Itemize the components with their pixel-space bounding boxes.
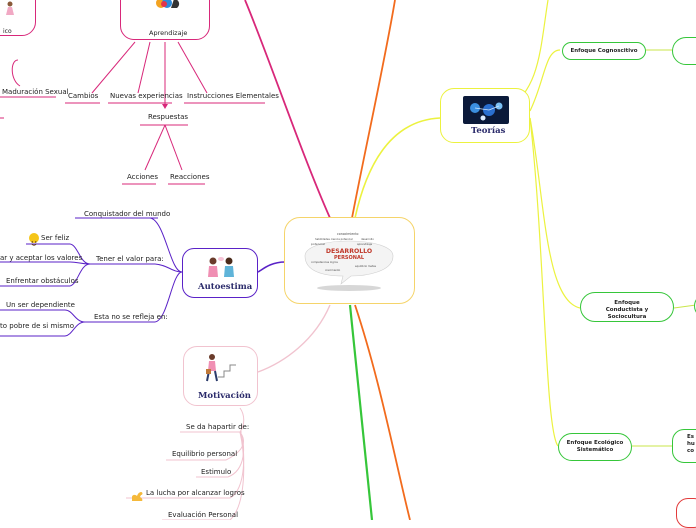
label-dependiente[interactable]: Un ser dependiente (6, 301, 75, 309)
partial-node-left[interactable]: ico (0, 0, 36, 36)
person-climbing-stairs-icon (206, 354, 236, 382)
teorias-title: Teorías (471, 126, 506, 136)
autoestima-node[interactable]: Autoestima (182, 248, 258, 298)
enfoque-conductista-node[interactable]: Enfoque Conductista y Sociocultura (580, 292, 674, 322)
cut-text-1: Es (687, 434, 695, 440)
label-aceptar-valores[interactable]: ar y aceptar los valores (0, 254, 83, 262)
aprendizaje-node[interactable]: Aprendizaje (120, 0, 210, 40)
label-respuestas[interactable]: Respuestas (148, 113, 189, 121)
label-se-da-hapartir[interactable]: Se da hapartir de: (186, 423, 250, 431)
label-maduracion-sexual[interactable]: Maduración Sexual (2, 88, 69, 96)
right-cut-node-red[interactable] (676, 498, 696, 528)
right-cut-node-1[interactable] (672, 37, 696, 65)
cut-text-3: co (687, 448, 695, 454)
label-enfrentar[interactable]: Enfrentar obstáculos (6, 277, 79, 285)
label-no-se-refleja[interactable]: Esta no se refleja en: (94, 313, 168, 321)
branch-line-orange (351, 0, 396, 219)
label-cambios[interactable]: Cambios (68, 92, 99, 100)
aprendizaje-title: Aprendizaje (149, 29, 188, 37)
smile-emoji-icon (29, 233, 39, 246)
people-talking-icon (208, 257, 234, 277)
branch-line-motivacion (257, 304, 331, 373)
branch-line-green (348, 304, 374, 520)
label-conquistador[interactable]: Conquistador del mundo (84, 210, 171, 218)
branch-line-cognoscitivo (529, 49, 561, 112)
label-estimulo[interactable]: Estimulo (201, 468, 232, 476)
branch-line-ecologico (529, 117, 559, 447)
label-equilibrio[interactable]: Equilibrio personal (172, 450, 238, 458)
label-tener-valor[interactable]: Tener el valor para: (96, 255, 164, 263)
branch-line-conductista (529, 117, 581, 309)
line-conductista-right (673, 304, 696, 309)
flexed-biceps-emoji-icon (131, 487, 144, 501)
svg-text:crecimiento: crecimiento (325, 268, 341, 272)
cut-text-2: hu (687, 441, 695, 447)
enfoque-cognoscitivo-node[interactable]: Enfoque Cognoscitivo (562, 42, 646, 60)
label-ser-feliz[interactable]: Ser feliz (41, 234, 70, 242)
partial-label: ico (3, 28, 12, 35)
person-figure-icon (6, 1, 14, 15)
label-lucha[interactable]: La lucha por alcanzar logros (146, 489, 245, 497)
central-node[interactable]: conocimiento habilidades ciencia potenci… (284, 217, 415, 304)
branch-line-aprendizaje (244, 0, 331, 219)
motivacion-node[interactable]: Motivación (183, 346, 258, 406)
branch-line-teorias (354, 117, 441, 219)
label-reacciones[interactable]: Reacciones (170, 173, 210, 181)
right-cut-node-3[interactable]: Es hu co (672, 429, 696, 463)
svg-text:PERSONAL: PERSONAL (334, 255, 365, 261)
enfoque-conductista-label: Enfoque Conductista y Sociocultura (605, 300, 649, 320)
svg-text:conocimiento: conocimiento (337, 232, 359, 236)
svg-text:equilibrio metas: equilibrio metas (355, 264, 377, 268)
svg-text:competencias logros: competencias logros (311, 260, 339, 264)
svg-text:aprendizaje: aprendizaje (357, 242, 373, 246)
molecule-science-icon (463, 96, 509, 124)
svg-text:habilidades ciencia potencial: habilidades ciencia potencial (315, 237, 353, 241)
svg-text:desarrollo: desarrollo (361, 237, 374, 241)
svg-text:DESARROLLO: DESARROLLO (326, 248, 372, 255)
branch-line-orange-lower (354, 304, 411, 520)
label-pobre[interactable]: to pobre de si mismo (0, 322, 74, 330)
autoestima-title: Autoestima (198, 282, 253, 292)
label-nuevas-experiencias[interactable]: Nuevas experiencias (110, 92, 183, 100)
motivacion-title: Motivación (198, 391, 251, 401)
label-acciones[interactable]: Acciones (127, 173, 158, 181)
enfoque-ecologico-node[interactable]: Enfoque Ecológico Sistemático (558, 433, 632, 461)
label-instrucciones-elementales[interactable]: Instrucciones Elementales (187, 92, 279, 100)
enfoque-cognoscitivo-label: Enfoque Cognoscitivo (570, 48, 638, 54)
word-cloud-image: conocimiento habilidades ciencia potenci… (304, 232, 394, 291)
label-evaluacion[interactable]: Evaluación Personal (168, 511, 239, 519)
svg-text:potencial: potencial (311, 242, 325, 246)
brain-colorful-icon (156, 0, 180, 8)
teorias-node[interactable]: Teorías (440, 88, 530, 143)
branch-line-autoestima (257, 261, 286, 273)
enfoque-ecologico-label: Enfoque Ecológico Sistemático (566, 440, 624, 453)
